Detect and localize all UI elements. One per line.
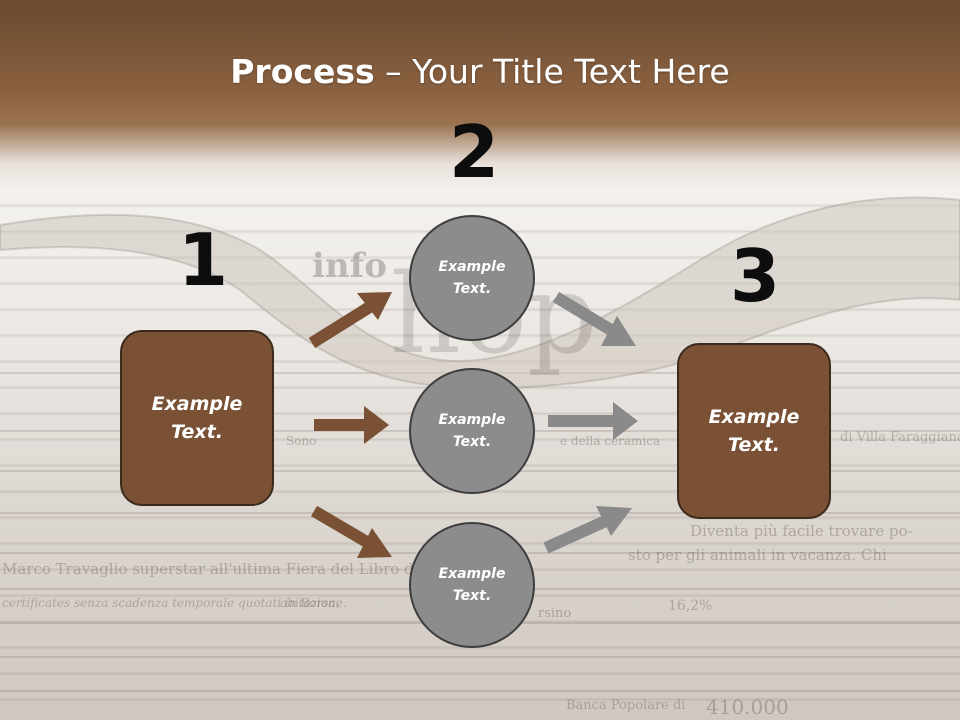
process-box-end[interactable]: Example Text.: [677, 343, 831, 519]
arrow-to-circle-bottom: [310, 505, 392, 558]
arrow-to-circle-middle: [314, 406, 389, 444]
folded-newspaper-wave: [0, 196, 960, 390]
process-circle-bottom[interactable]: Example Text.: [409, 522, 535, 648]
process-box-end-text: Example Text.: [708, 405, 800, 457]
process-circle-middle[interactable]: Example Text.: [409, 368, 535, 494]
step-number-3: 3: [730, 234, 781, 318]
paper-edge: [0, 656, 960, 658]
process-circle-middle-text: Example Text.: [438, 411, 506, 450]
process-circle-top-text: Example Text.: [438, 258, 506, 297]
background-header-band: [0, 0, 960, 200]
step-number-2: 2: [449, 110, 500, 194]
paper-edge: [0, 690, 960, 692]
process-box-start[interactable]: Example Text.: [120, 330, 274, 506]
slide-title: Process – Your Title Text Here: [0, 52, 960, 91]
process-circle-bottom-text: Example Text.: [438, 565, 506, 604]
title-bold: Process: [230, 52, 375, 91]
paper-edge: [0, 512, 960, 514]
arrow-to-circle-top: [308, 292, 392, 349]
arrow-from-circle-bottom: [543, 506, 632, 554]
step-number-1: 1: [178, 218, 229, 302]
title-rest: – Your Title Text Here: [374, 52, 730, 91]
process-circle-top[interactable]: Example Text.: [409, 215, 535, 341]
arrow-from-circle-top: [552, 291, 636, 346]
process-box-start-text: Example Text.: [151, 392, 243, 444]
arrow-from-circle-middle: [548, 402, 638, 440]
